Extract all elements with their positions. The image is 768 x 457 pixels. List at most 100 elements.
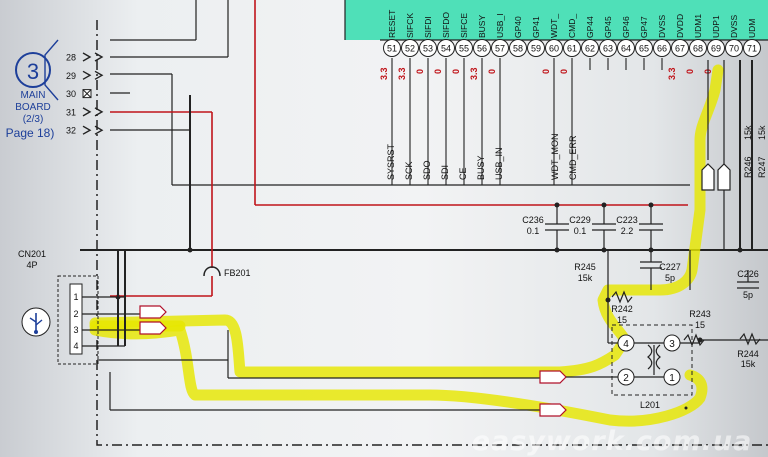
r247-ref: R247 [757, 156, 767, 178]
connector-arrow [82, 125, 92, 135]
chip-pin-circle [671, 39, 689, 57]
c223-ref: C223 [616, 215, 638, 225]
cn201-ref: CN201 [18, 249, 46, 259]
chip-pin-number: 54 [441, 44, 451, 54]
chip-pin-number: 68 [693, 44, 703, 54]
connector-arrow [82, 70, 92, 80]
fb201-symbol [203, 266, 221, 277]
cn201-pin-3: 3 [73, 325, 78, 335]
resistors [611, 290, 761, 347]
voltage-value: 3.3 [397, 67, 407, 80]
voltage-value: 3.3 [667, 67, 677, 80]
chip-signal-label: CMD_ [567, 14, 577, 38]
chip-signal-label: GP40 [513, 16, 523, 38]
chip-pin-number: 70 [729, 44, 739, 54]
ref-circle [15, 39, 59, 101]
ref-line1: MAIN [21, 90, 46, 101]
connector-pin-arrows [82, 52, 104, 135]
voltage-value: 0 [541, 69, 551, 74]
net-label: SYSRST [386, 143, 396, 180]
chip-pin-circle [383, 39, 401, 57]
r245-value: 15k [578, 273, 593, 283]
chip-signal-label: SIFDI [423, 16, 433, 38]
cn201-connector [21, 250, 540, 411]
c226-ref: C226 [737, 269, 759, 279]
chip-signal-label: UDM1 [693, 14, 703, 38]
voltage-value: 0 [433, 69, 443, 74]
chip-signal-label: GP45 [603, 16, 613, 38]
r247-value: 15k [757, 125, 767, 140]
r244-ref: R244 [737, 349, 759, 359]
chip-pin-circle [509, 39, 527, 57]
net-label: WDT_MON [550, 134, 560, 181]
chip-pin-circle [581, 39, 599, 57]
net-label: CMD_ERR [568, 135, 578, 180]
chip-pin-number: 56 [477, 44, 487, 54]
r245-ref: R245 [574, 262, 596, 272]
connector-arrow [82, 52, 92, 62]
r243-value: 15 [695, 320, 705, 330]
c229-ref: C229 [569, 215, 591, 225]
chip-signal-label: GP46 [621, 16, 631, 38]
chip-pin-number: 59 [531, 44, 541, 54]
r242-value: 15 [617, 315, 627, 325]
chip-signal-label: GP44 [585, 16, 595, 38]
connector-pin-number: 31 [66, 107, 76, 117]
voltage-value: 0 [487, 69, 497, 74]
net-label: SCK [404, 161, 414, 180]
chip-pin-circle [617, 39, 635, 57]
l201-pin-4: 4 [623, 339, 629, 350]
net-label: BUSY [476, 155, 486, 180]
l201-ref: L201 [640, 400, 660, 410]
chip-signal-label: BUSY [477, 15, 487, 38]
chip-signal-label: UDM [747, 19, 757, 38]
voltage-value: 0 [415, 69, 425, 74]
connector-arrow [82, 107, 92, 117]
c226-value: 5p [743, 290, 753, 300]
cn201-value: 4P [26, 260, 37, 270]
chip-signal-label: WDT_ [549, 14, 559, 38]
c236-ref: C236 [522, 215, 544, 225]
voltage-value: 0 [559, 69, 569, 74]
c236-value: 0.1 [527, 226, 540, 236]
chip-pin-circle [725, 39, 743, 57]
cn201-pin-2: 2 [73, 309, 78, 319]
chip-signal-label: DVSS [657, 15, 667, 38]
chip-pin-circle [473, 39, 491, 57]
chip-pin-number: 65 [639, 44, 649, 54]
ref-line2: BOARD [15, 102, 51, 113]
usb-flags [701, 163, 731, 191]
chip-pin-circle [545, 39, 563, 57]
chip-pin-circle [599, 39, 617, 57]
chip-pin-circle [437, 39, 455, 57]
connector-pin-number: 28 [66, 53, 76, 63]
connector-arrow [94, 107, 104, 117]
chip-pin-number: 69 [711, 44, 721, 54]
chip-pin-number: 51 [387, 44, 397, 54]
chip-pin-circle [563, 39, 581, 57]
net-label: SDO [422, 160, 432, 180]
usb-icon [21, 307, 51, 337]
c223-value: 2.2 [621, 226, 634, 236]
chip-signal-label: SIFCK [405, 13, 415, 38]
nc-pin-cross [82, 89, 92, 98]
net-label: USB_IN [494, 147, 504, 180]
chip-pin-number: 62 [585, 44, 595, 54]
chip-pin-number: 71 [747, 44, 757, 54]
chip-pin-number: 66 [657, 44, 667, 54]
chip-pin-number: 52 [405, 44, 415, 54]
chip-pin-circle [419, 39, 437, 57]
chip-pin-number: 58 [513, 44, 523, 54]
chip-signal-label: GP41 [531, 16, 541, 38]
c227-value: 5p [665, 273, 675, 283]
chip-signal-label: DVSS [729, 15, 739, 38]
chip-pin-circle [401, 39, 419, 57]
voltage-value: 0 [685, 69, 695, 74]
chip-pin-circle [635, 39, 653, 57]
connector-arrow [94, 52, 104, 62]
usb-path-highlight [89, 64, 724, 427]
